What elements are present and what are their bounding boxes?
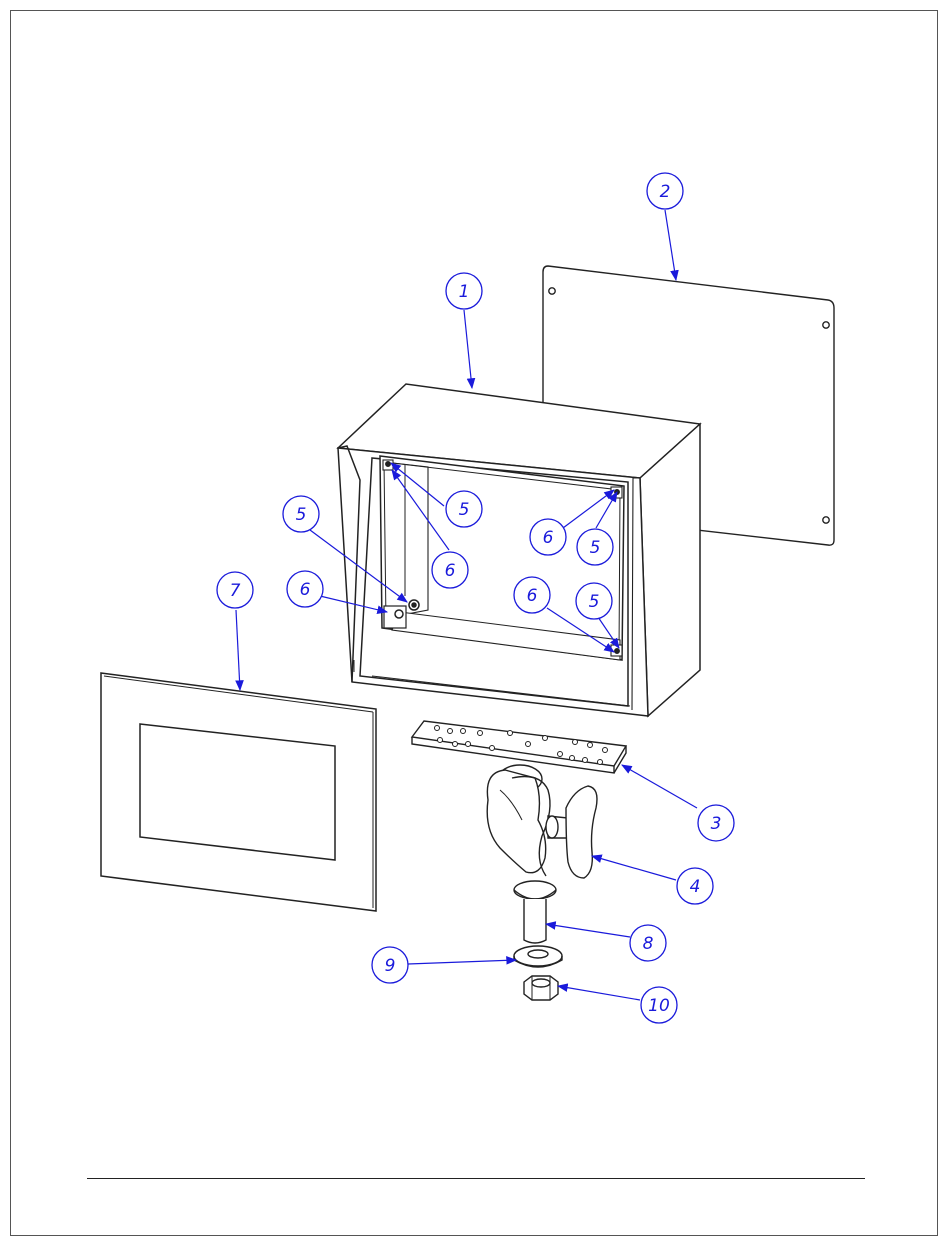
footer-rule [87, 1178, 865, 1179]
callout-3: 3 [698, 805, 734, 841]
washer [514, 946, 562, 967]
callout-6-b-label: 6 [543, 528, 554, 548]
callout-6-d-label: 6 [527, 586, 538, 606]
callout-8: 8 [630, 925, 666, 961]
lock-nut [524, 976, 558, 1000]
callout-2: 2 [647, 173, 683, 209]
display-panel [101, 673, 376, 911]
callout-6-b: 6 [530, 519, 566, 555]
carriage-bolt [514, 881, 556, 943]
callout-5-c-label: 5 [296, 505, 307, 525]
callout-5-b: 5 [577, 529, 613, 565]
callout-10: 10 [641, 987, 677, 1023]
ball-arm-clamp [487, 765, 597, 878]
enclosure-housing [338, 384, 700, 716]
callout-7-label: 7 [230, 581, 241, 601]
callout-5-d: 5 [576, 583, 612, 619]
callout-6-d: 6 [514, 577, 550, 613]
callout-7: 7 [217, 572, 253, 608]
callout-5-d-label: 5 [589, 592, 600, 612]
callout-8-label: 8 [643, 934, 654, 954]
callout-2-label: 2 [660, 182, 671, 202]
callout-9-label: 9 [385, 956, 396, 976]
callout-5-b-label: 5 [590, 538, 601, 558]
callout-1-label: 1 [459, 282, 470, 302]
callout-3-label: 3 [711, 814, 722, 834]
callout-1: 1 [446, 273, 482, 309]
callout-4: 4 [677, 868, 713, 904]
callout-5-c: 5 [283, 496, 319, 532]
callout-6-a: 6 [432, 552, 468, 588]
callout-6-c: 6 [287, 571, 323, 607]
callout-6-a-label: 6 [445, 561, 456, 581]
callout-5-a-label: 5 [459, 500, 470, 520]
callout-9: 9 [372, 947, 408, 983]
callout-6-c-label: 6 [300, 580, 311, 600]
callout-5-a: 5 [446, 491, 482, 527]
callout-10-label: 10 [648, 996, 670, 1016]
callout-4-label: 4 [690, 877, 701, 897]
